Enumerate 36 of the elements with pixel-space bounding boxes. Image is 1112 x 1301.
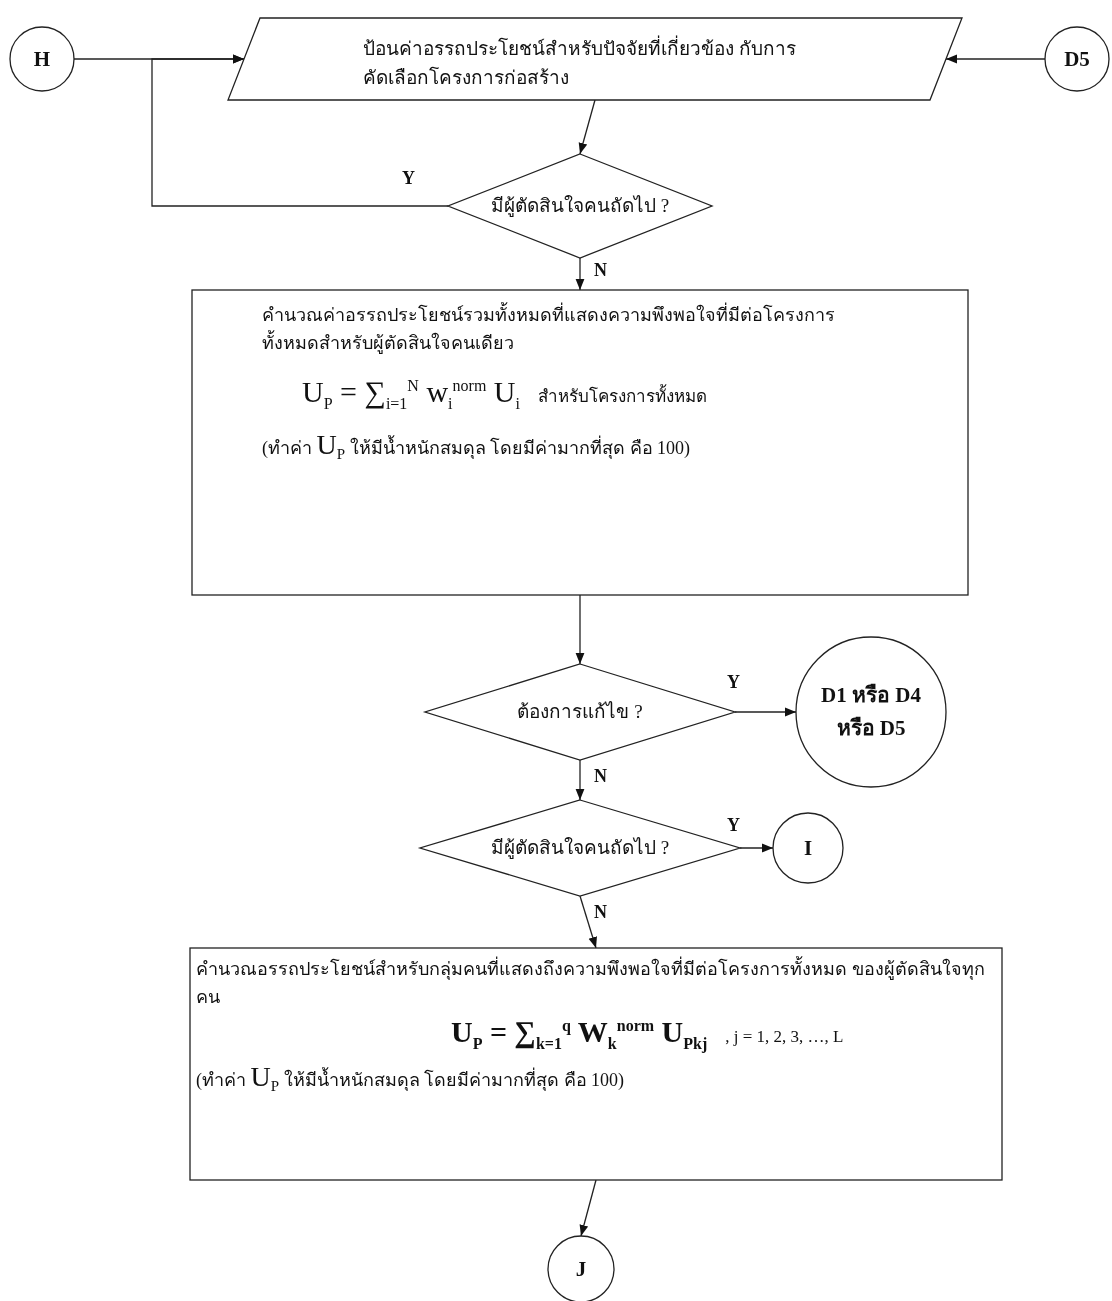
arrow: [575, 759, 585, 801]
connector-label: D1 หรือ D4 หรือ D5: [820, 682, 922, 742]
arrow: [579, 895, 597, 949]
formula: U$_{P}$ = ∑$_{i=1}$$^{N}$ w$_{i}$$^{norm}$ U$_{i}$: [302, 373, 520, 414]
connector-label: I: [803, 834, 813, 862]
connector-label: D5: [1064, 45, 1090, 73]
connector-circle: [796, 637, 946, 787]
arrow: [578, 99, 596, 155]
arrow: [575, 257, 585, 291]
formula-note: , j = 1, 2, 3, …, L: [725, 1025, 844, 1048]
formula-note: สำหรับโครงการทั้งหมด: [537, 383, 707, 408]
input-text: ป้อนค่าอรรถประโยชน์สำหรับปัจจัยที่เกี่ยวข้อง กับการคัดเลือกโครงการก่อสร้าง: [363, 34, 803, 93]
decision-text: ต้องการแก้ไข ?: [517, 700, 643, 725]
connector-label: J: [575, 1255, 587, 1283]
connector-circle: [10, 27, 74, 91]
process-box: [190, 948, 1002, 1180]
arrow: [151, 54, 449, 207]
formula: U$_{P}$ = ∑$_{k=1}$$^{q}$ W$_{k}$$^{norm}$ U$_{Pkj}$: [451, 1013, 708, 1055]
arrow: [734, 707, 797, 717]
process-text: คำนวณค่าอรรถประโยชน์รวมทั้งหมดที่แสดงความพึงพอใจที่มีต่อโครงการ ทั้งหมดสำหรับผู้ตัดสินใจคนเดียว: [262, 302, 892, 358]
arrow: [739, 843, 774, 853]
input-parallelogram: [228, 18, 962, 100]
process-text: คำนวณอรรถประโยชน์สำหรับกลุ่มคนที่แสดงถึงความพึงพอใจที่มีต่อโครงการทั้งหมด ของผู้ตัดสินใจทุกคน: [196, 956, 996, 1012]
decision-diamond: [448, 154, 712, 258]
note-text: (ทำค่า U$_{P}$ ให้มีน้ำหนักสมดุล โดยมีค่ามากที่สุด คือ 100): [196, 1059, 626, 1096]
arrow: [945, 54, 1046, 64]
connector-circle: [773, 813, 843, 883]
arrow: [575, 594, 585, 665]
note-text: (ทำค่า U$_{P}$ ให้มีน้ำหนักสมดุล โดยมีค่ามากที่สุด คือ 100): [262, 427, 692, 464]
arrow: [579, 1179, 597, 1237]
decision-text: มีผู้ตัดสินใจคนถัดไป ?: [490, 194, 670, 219]
decision-text: มีผู้ตัดสินใจคนถัดไป ?: [490, 836, 670, 861]
connector-label: H: [33, 45, 51, 73]
connector-circle: [1045, 27, 1109, 91]
process-box: [192, 290, 968, 595]
decision-diamond: [420, 800, 740, 896]
